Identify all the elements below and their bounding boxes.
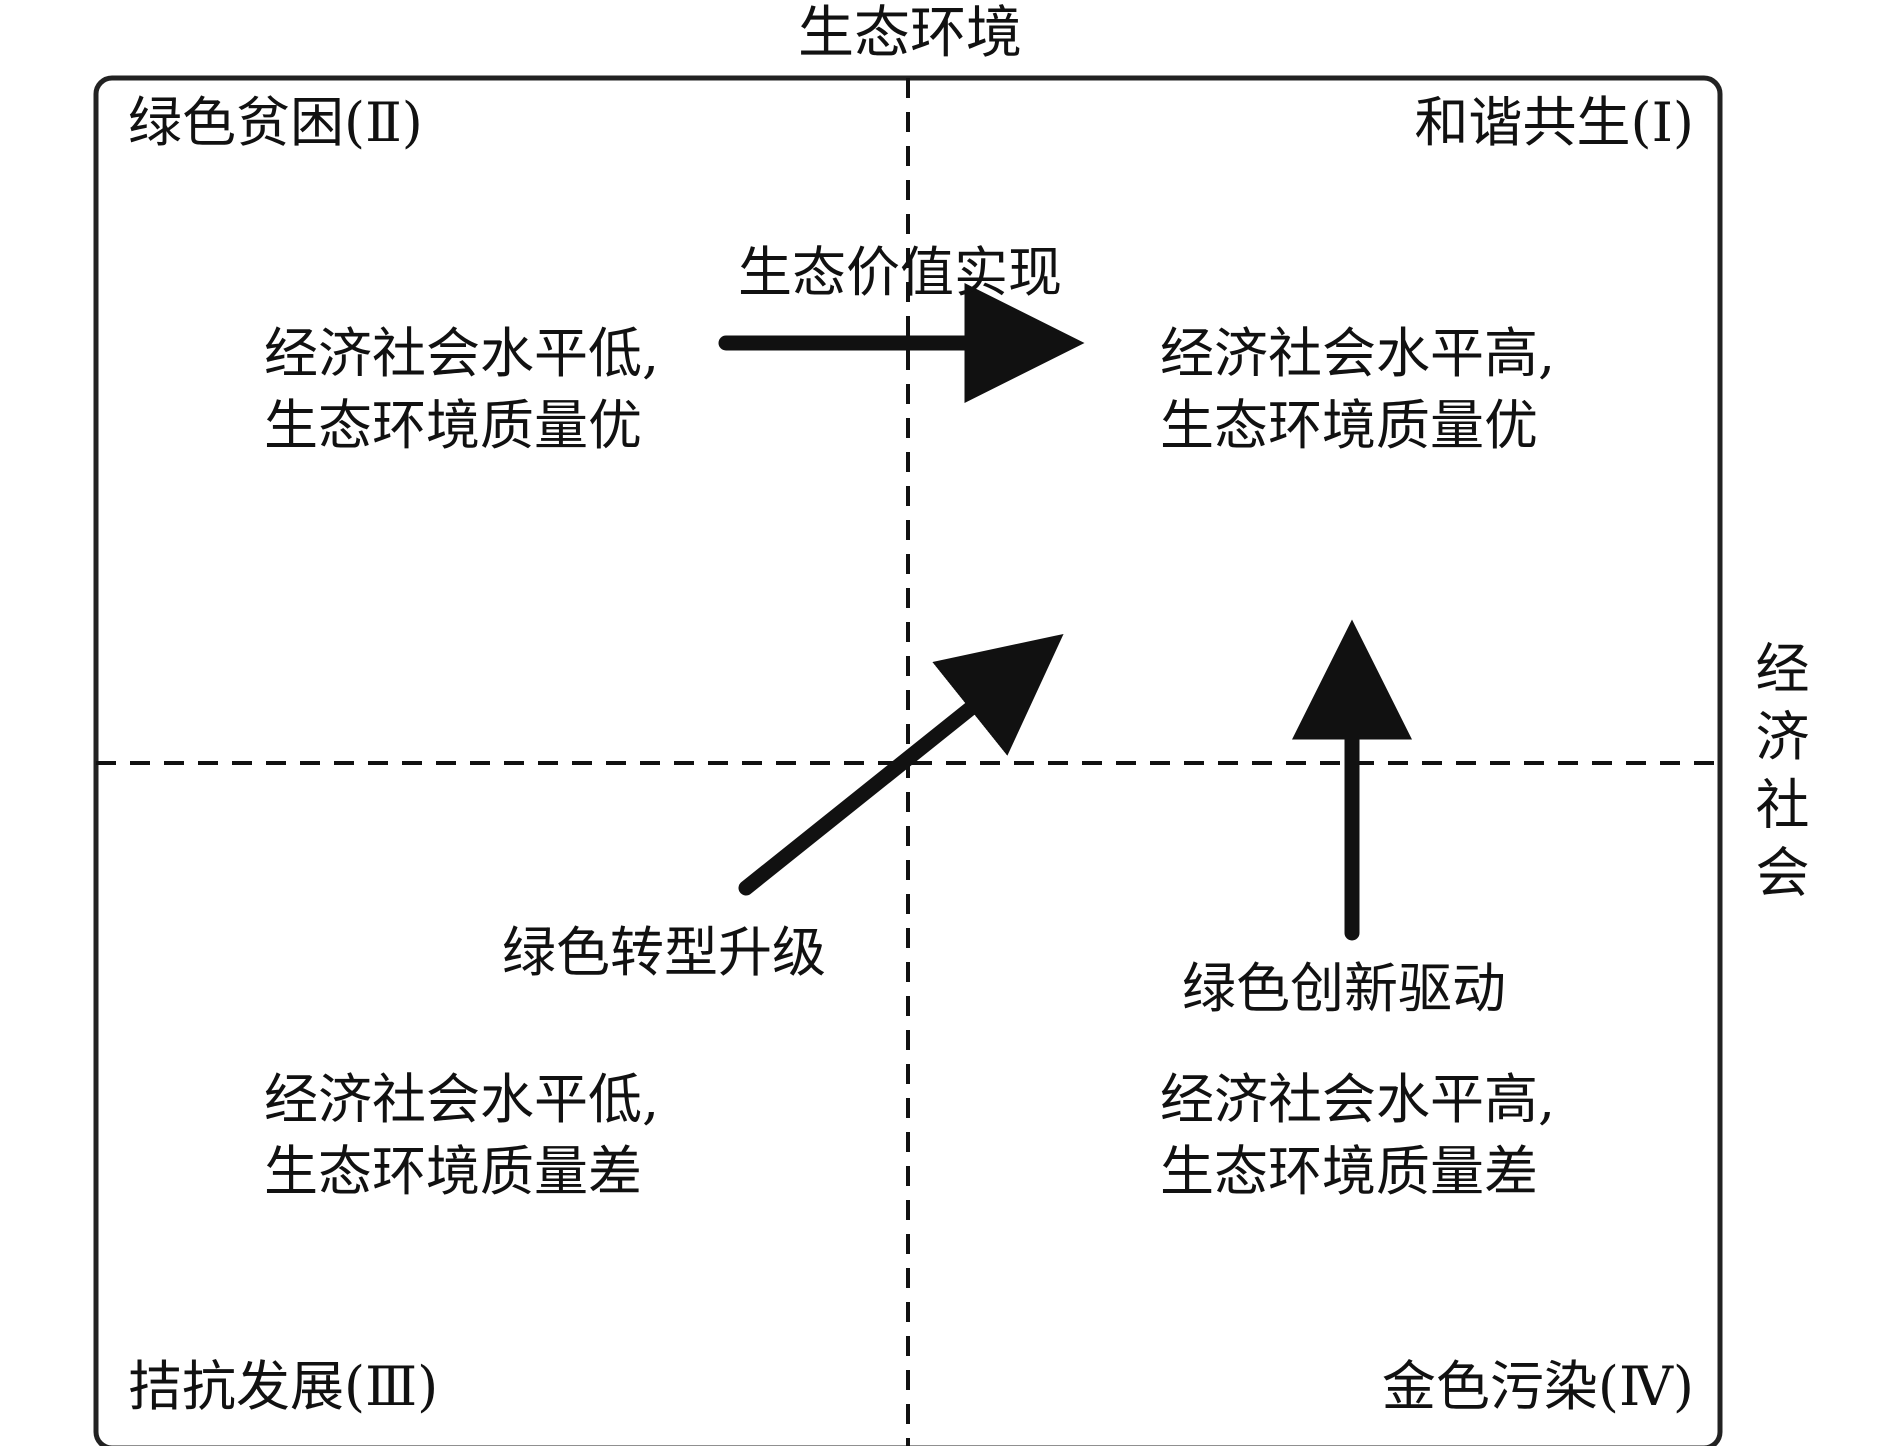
desc-line: 生态环境质量优 (264, 394, 642, 457)
arrow-label-diagonal: 绿色转型升级 (502, 921, 826, 984)
desc-line: 经济社会水平低, (264, 322, 660, 385)
desc-line: 生态环境质量差 (264, 1140, 642, 1203)
arrow-label-vertical: 绿色创新驱动 (1182, 957, 1506, 1020)
quadrant-name-top-left: 绿色贫困(Ⅱ) (128, 91, 423, 154)
arrow-diagonal (738, 633, 1064, 896)
desc-line: 经济社会水平低, (264, 1068, 660, 1131)
desc-line: 生态环境质量优 (1160, 394, 1538, 457)
quadrant-desc-bottom-right: 经济社会水平高, 生态环境质量差 (1160, 1064, 1555, 1208)
quadrant-desc-top-left: 经济社会水平低, 生态环境质量优 (264, 318, 659, 462)
quadrant-desc-top-right: 经济社会水平高, 生态环境质量优 (1160, 318, 1555, 462)
arrow-label-horizontal: 生态价值实现 (738, 241, 1062, 304)
quadrant-name-bottom-left: 拮抗发展(Ⅲ) (128, 1355, 439, 1418)
quadrant-name-bottom-right: 金色污染(Ⅳ) (1381, 1355, 1694, 1418)
axis-label-vertical: 生态环境 (798, 1, 1022, 66)
quadrant-desc-bottom-left: 经济社会水平低, 生态环境质量差 (264, 1064, 659, 1208)
axis-label-horizontal: 经济社会 (1746, 640, 1809, 912)
desc-line: 经济社会水平高, (1160, 1068, 1556, 1131)
desc-line: 生态环境质量差 (1160, 1140, 1538, 1203)
quadrant-name-top-right: 和谐共生(Ⅰ) (1414, 91, 1694, 154)
desc-line: 经济社会水平高, (1160, 322, 1556, 385)
